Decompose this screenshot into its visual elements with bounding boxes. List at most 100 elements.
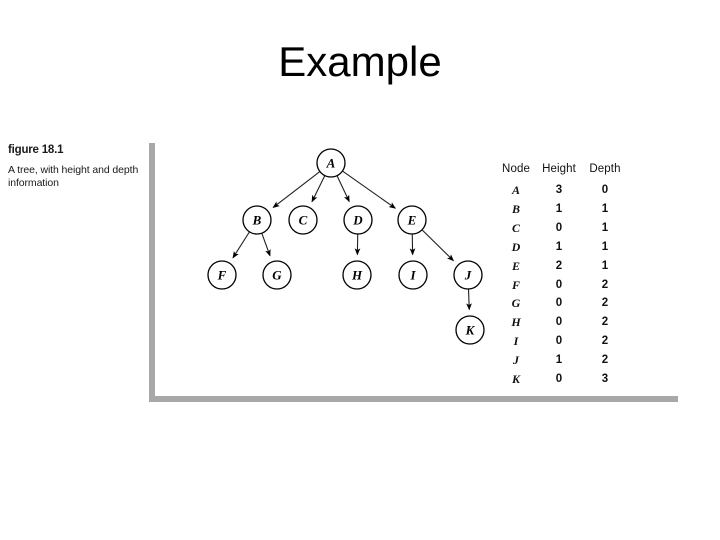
tree-edge-A-E (342, 170, 396, 209)
figure-block: figure 18.1 A tree, with height and dept… (0, 130, 720, 405)
column-header-node: Node (502, 163, 530, 175)
tree-edge-A-D (336, 175, 350, 203)
tree-edge-B-G (261, 233, 271, 257)
cell-depth: 2 (601, 354, 609, 367)
figure-horizontal-rule (149, 396, 678, 402)
node-label: F (217, 268, 227, 283)
node-label: B (252, 213, 262, 228)
cell-node: I (513, 334, 519, 349)
node-label: J (464, 268, 472, 283)
node-circle (288, 205, 318, 235)
cell-node: G (511, 296, 521, 311)
cell-height: 1 (555, 354, 563, 367)
table-row: K 0 3 (496, 370, 628, 389)
node-label: G (272, 268, 282, 283)
node-label: I (409, 268, 416, 283)
tree-node-d: D (343, 205, 373, 235)
cell-node: F (511, 277, 520, 292)
node-circle (207, 260, 237, 290)
node-circle (343, 205, 373, 235)
tree-node-g: G (262, 260, 292, 290)
node-circle (342, 260, 372, 290)
table-row: I 0 2 (496, 332, 628, 351)
cell-height: 0 (555, 373, 563, 386)
tree-edges (232, 170, 472, 311)
cell-depth: 2 (601, 278, 609, 291)
cell-depth: 2 (601, 335, 609, 348)
cell-depth: 2 (601, 316, 609, 329)
tree-edge-E-J (421, 229, 455, 262)
node-label: K (465, 323, 476, 338)
cell-depth: 1 (601, 240, 609, 253)
cell-depth: 2 (601, 297, 609, 310)
table-header-row: Node Height Depth (496, 163, 628, 181)
table-row: D 1 1 (496, 238, 628, 257)
cell-node: K (511, 372, 520, 387)
tree-edge-J-K (466, 289, 472, 311)
node-circle (453, 260, 483, 290)
node-circle (316, 148, 346, 178)
cell-node: C (511, 220, 520, 235)
cell-depth: 1 (601, 221, 609, 234)
tree-edge-A-C (311, 175, 326, 203)
cell-node: J (513, 353, 519, 368)
tree-edge-B-F (232, 231, 250, 259)
table-row: H 0 2 (496, 313, 628, 332)
cell-height: 1 (555, 240, 563, 253)
table-row: J 1 2 (496, 351, 628, 370)
node-circle (242, 205, 272, 235)
cell-depth: 1 (601, 202, 609, 215)
cell-node: B (511, 201, 520, 216)
cell-height: 1 (555, 202, 563, 215)
table-row: F 0 2 (496, 276, 628, 295)
page-title: Example (278, 38, 442, 85)
column-header-height: Height (542, 163, 576, 175)
cell-node: E (511, 258, 520, 273)
node-label: D (352, 213, 363, 228)
cell-height: 0 (555, 278, 563, 291)
cell-node: D (511, 239, 521, 254)
tree-node-f: F (207, 260, 237, 290)
node-circle (398, 260, 428, 290)
node-circle (397, 205, 427, 235)
cell-height: 3 (555, 184, 563, 196)
tree-node-c: C (288, 205, 318, 235)
node-label: E (407, 213, 417, 228)
figure-description: A tree, with height and depth informatio… (8, 164, 139, 189)
table-row: B 1 1 (496, 200, 628, 219)
node-circle (455, 315, 485, 345)
figure-vertical-rule (149, 143, 155, 396)
figure-number-label: figure 18.1 (8, 144, 64, 156)
cell-depth: 3 (601, 373, 609, 386)
cell-height: 0 (555, 316, 563, 329)
node-label: A (326, 156, 336, 171)
tree-node-e: E (397, 205, 427, 235)
cell-height: 2 (555, 259, 563, 272)
tree-nodes: A B C D E F G H I J K (207, 148, 485, 345)
tree-node-a: A (316, 148, 346, 178)
figure-caption: figure 18.1 A tree, with height and dept… (8, 143, 140, 189)
cell-node: A (511, 183, 520, 197)
column-header-depth: Depth (589, 163, 621, 175)
cell-height: 0 (555, 335, 563, 348)
cell-height: 0 (555, 297, 563, 310)
tree-node-b: B (242, 205, 272, 235)
tree-node-i: I (398, 260, 428, 290)
node-label: H (351, 268, 363, 283)
node-circle (262, 260, 292, 290)
tree-node-k: K (455, 315, 485, 345)
node-label: C (299, 213, 308, 228)
table-row: G 0 2 (496, 294, 628, 313)
tree-edge-A-B (272, 171, 320, 209)
tree-node-h: H (342, 260, 372, 290)
tree-svg: A B C D E F G H I J K (207, 148, 485, 345)
tree-node-j: J (453, 260, 483, 290)
tree-diagram: A B C D E F G H I J K (180, 130, 500, 405)
cell-node: H (511, 315, 521, 330)
